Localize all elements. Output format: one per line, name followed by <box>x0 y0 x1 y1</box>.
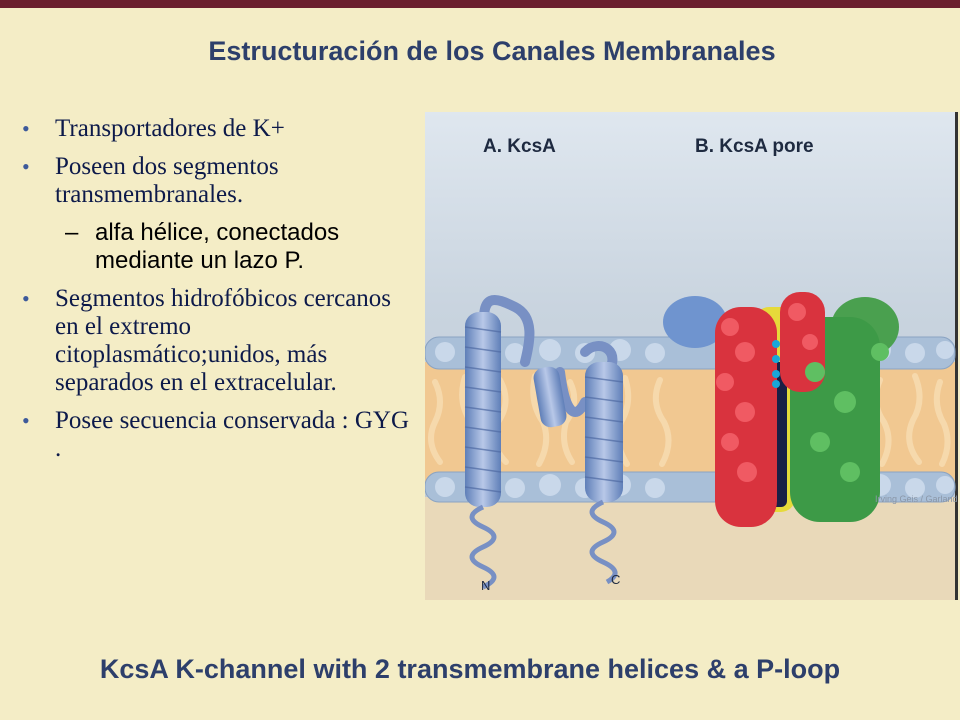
helix-diagram: N C <box>464 295 624 593</box>
bullet-text: Posee secuencia conservada : GYG . <box>55 407 410 462</box>
bullet-text: alfa hélice, conectados mediante un lazo… <box>95 219 340 274</box>
bullet-item: • Poseen dos segmentos transmembranales. <box>22 153 412 209</box>
bullet-dot-icon: • <box>22 154 30 179</box>
label-a: A. KcsA <box>483 136 556 157</box>
kcsa-illustration: A. KcsA B. KcsA pore <box>425 112 958 600</box>
n-terminus-label: N <box>481 578 490 593</box>
bullet-text: Transportadores de K+ <box>55 115 285 142</box>
bullet-text: Segmentos hidrofóbicos cercanos en el ex… <box>55 285 392 396</box>
pore-model <box>663 292 899 527</box>
label-b: B. KcsA pore <box>695 136 814 157</box>
bullet-item: • Transportadores de K+ <box>22 115 412 143</box>
bullet-text: Poseen dos segmentos transmembranales. <box>55 153 279 208</box>
slide-title: Estructuración de los Canales Membranale… <box>208 36 776 66</box>
c-terminus-label: C <box>611 572 620 587</box>
bullet-dot-icon: • <box>22 408 30 433</box>
bullet-item: • Segmentos hidrofóbicos cercanos en el … <box>22 285 412 397</box>
figure-caption: KcsA K-channel with 2 transmembrane heli… <box>99 654 841 684</box>
bullet-item: • Posee secuencia conservada : GYG . <box>22 407 412 463</box>
dash-icon: – <box>65 219 79 246</box>
bullet-list: • Transportadores de K+ • Poseen dos seg… <box>22 115 412 473</box>
bullet-dot-icon: • <box>22 116 30 141</box>
image-watermark: Irving Geis / Garland Johnson <box>875 494 958 504</box>
sub-bullet-item: – alfa hélice, conectados mediante un la… <box>22 219 412 275</box>
top-accent-bar <box>0 0 960 8</box>
kcsa-figure: A. KcsA B. KcsA pore <box>425 112 958 600</box>
bullet-dot-icon: • <box>22 286 30 311</box>
